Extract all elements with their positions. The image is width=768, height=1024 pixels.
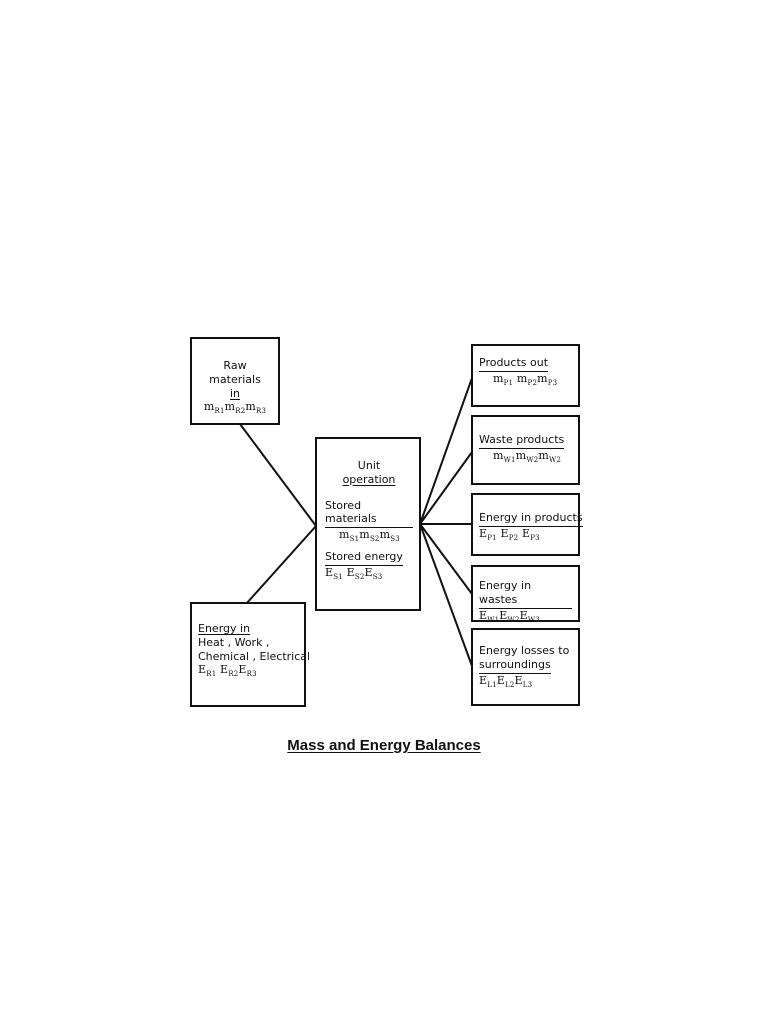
energy-in-wastes-box: Energy in wastes EW1EW2EW3 [471,565,580,624]
connector-energy-in [245,525,317,605]
raw-materials-title-line2: in [229,386,241,400]
products-out-box: Products out mP1 mP2mP3 [471,344,580,407]
stored-materials-symbol: mS1mS2mS3 [339,528,400,544]
stored-energy-label: Stored energy [325,550,403,566]
energy-in-box: Energy in Heat , Work , Chemical , Elect… [190,602,311,707]
raw-materials-title-line1: Raw materials [209,359,261,386]
energy-in-line2: Chemical , Electrical [198,649,311,663]
energy-in-products-box: Energy in products EP1 EP2 EP3 [471,493,583,556]
energy-in-wastes-symbol: EW1EW2EW3 [479,608,540,624]
unit-operation-title-line2: operation [342,472,396,486]
energy-in-symbol: ER1 ER2ER3 [198,663,257,679]
raw-materials-symbol: mR1mR2mR3 [203,400,267,416]
stored-materials-label: Stored materials [325,499,413,528]
products-out-symbol: mP1 mP2mP3 [493,371,558,387]
energy-losses-box: Energy losses to surroundings EL1EL2EL3 [471,628,580,706]
stored-energy-symbol: ES1 ES2ES3 [325,565,383,581]
raw-materials-box: Raw materials in mR1mR2mR3 [190,337,280,425]
energy-in-title: Energy in [198,622,251,635]
energy-in-products-symbol: EP1 EP2 EP3 [479,526,540,542]
unit-operation-title-line1: Unit [357,459,381,472]
waste-products-title: Waste products [479,433,565,449]
unit-operation-box: Unit operation Stored materials mS1mS2mS… [315,437,421,611]
connector-waste-products [419,451,473,525]
connector-products-out [419,377,473,525]
diagram-caption: Mass and Energy Balances [287,737,481,754]
energy-in-products-title: Energy in products [479,511,583,527]
energy-losses-title-line1: Energy losses to [479,644,570,657]
energy-losses-title-line2: surroundings [479,658,551,674]
waste-products-box: Waste products mW1mW2mW2 [471,415,580,485]
connector-energy-in-wastes [419,523,473,595]
connector-raw-materials [239,423,317,527]
connector-energy-losses [419,523,473,667]
energy-in-wastes-title: Energy in wastes [479,579,572,609]
energy-in-line1: Heat , Work , [198,635,270,649]
products-out-title: Products out [479,356,549,372]
energy-losses-symbol: EL1EL2EL3 [479,673,533,689]
waste-products-symbol: mW1mW2mW2 [493,448,562,464]
